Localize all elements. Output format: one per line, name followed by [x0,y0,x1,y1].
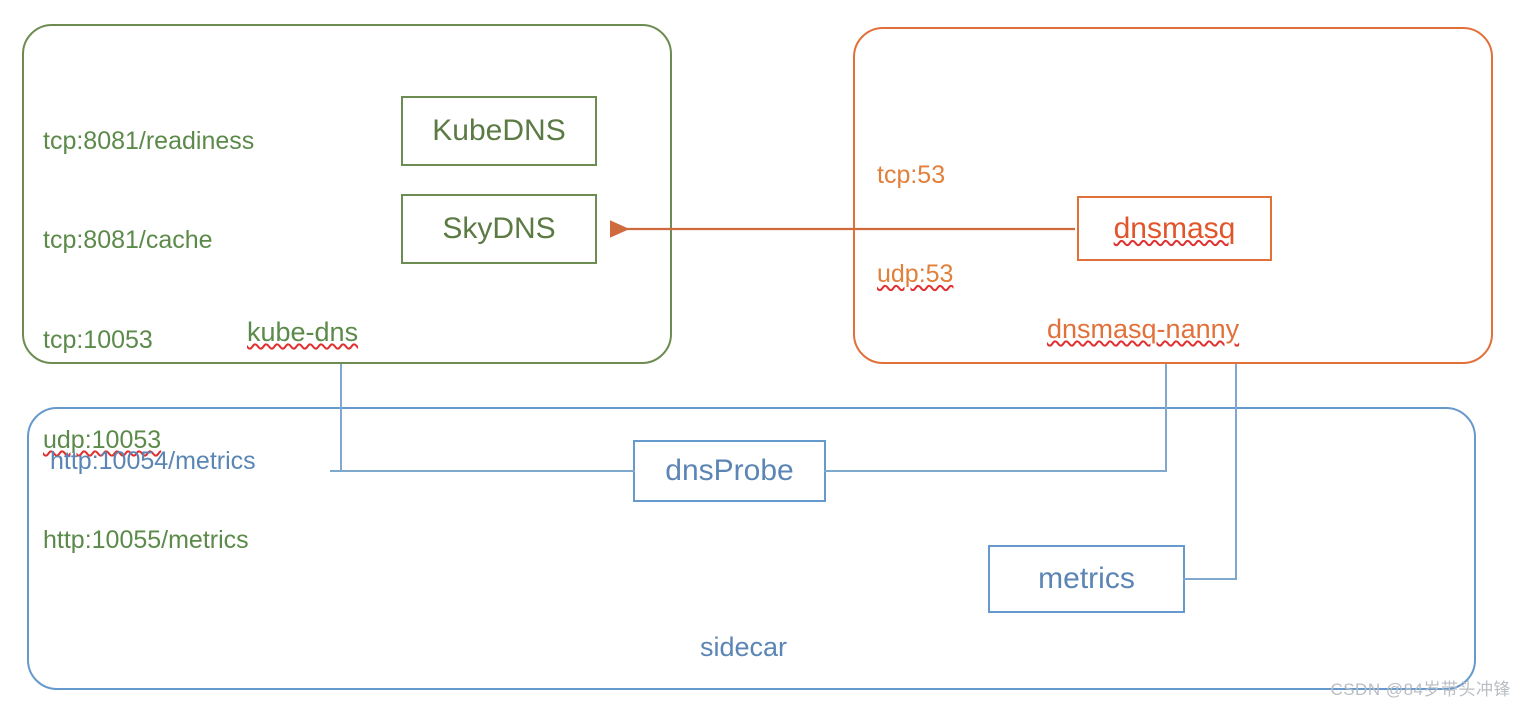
kube-dns-port-1: tcp:8081/cache [43,226,213,255]
kube-dns-container [22,24,672,364]
dnsprobe-box-label: dnsProbe [665,454,794,487]
sidecar-container [27,407,1476,690]
connector-sidecar-metrics-line [330,470,342,472]
dnsmasq-nanny-port-0: tcp:53 [877,160,946,189]
connector-nanny-vertical-right [1235,364,1237,580]
dnsprobe-box[interactable]: dnsProbe [633,440,826,502]
kube-dns-container-label: kube-dns [247,317,359,347]
dnsmasq-nanny-port-1: udp:53 [877,260,954,289]
dnsmasq-nanny-container [853,27,1493,364]
kube-dns-port-list: tcp:8081/readiness tcp:8081/cache tcp:10… [43,58,254,623]
skydns-box-label: SkyDNS [442,212,556,245]
kubedns-box[interactable]: KubeDNS [401,96,597,166]
csdn-watermark: CSDN @84岁带头冲锋 [1330,680,1511,699]
kube-dns-port-4: http:10055/metrics [43,525,249,554]
connector-dnsprobe-to-nanny [824,470,1167,472]
dnsmasq-box[interactable]: dnsmasq [1077,196,1272,261]
skydns-box[interactable]: SkyDNS [401,194,597,264]
kube-dns-port-3: udp:10053 [43,425,162,454]
sidecar-metrics-endpoint: http:10054/metrics [50,447,256,475]
kube-dns-port-0: tcp:8081/readiness [43,126,255,155]
kube-dns-port-2: tcp:10053 [43,326,153,354]
connector-kubedns-to-dnsprobe [340,470,635,472]
metrics-box-label: metrics [1038,562,1135,595]
connector-nanny-vertical-left [1165,364,1167,472]
sidecar-container-label: sidecar [700,632,788,662]
dnsmasq-nanny-port-list: tcp:53 udp:53 [877,92,953,358]
metrics-box[interactable]: metrics [988,545,1185,613]
kubedns-box-label: KubeDNS [432,114,566,147]
connector-kubedns-vertical [340,364,342,471]
dnsmasq-nanny-container-label: dnsmasq-nanny [1047,314,1240,344]
dnsmasq-box-label: dnsmasq [1113,211,1236,245]
connector-metrics-to-nanny [1183,578,1237,580]
